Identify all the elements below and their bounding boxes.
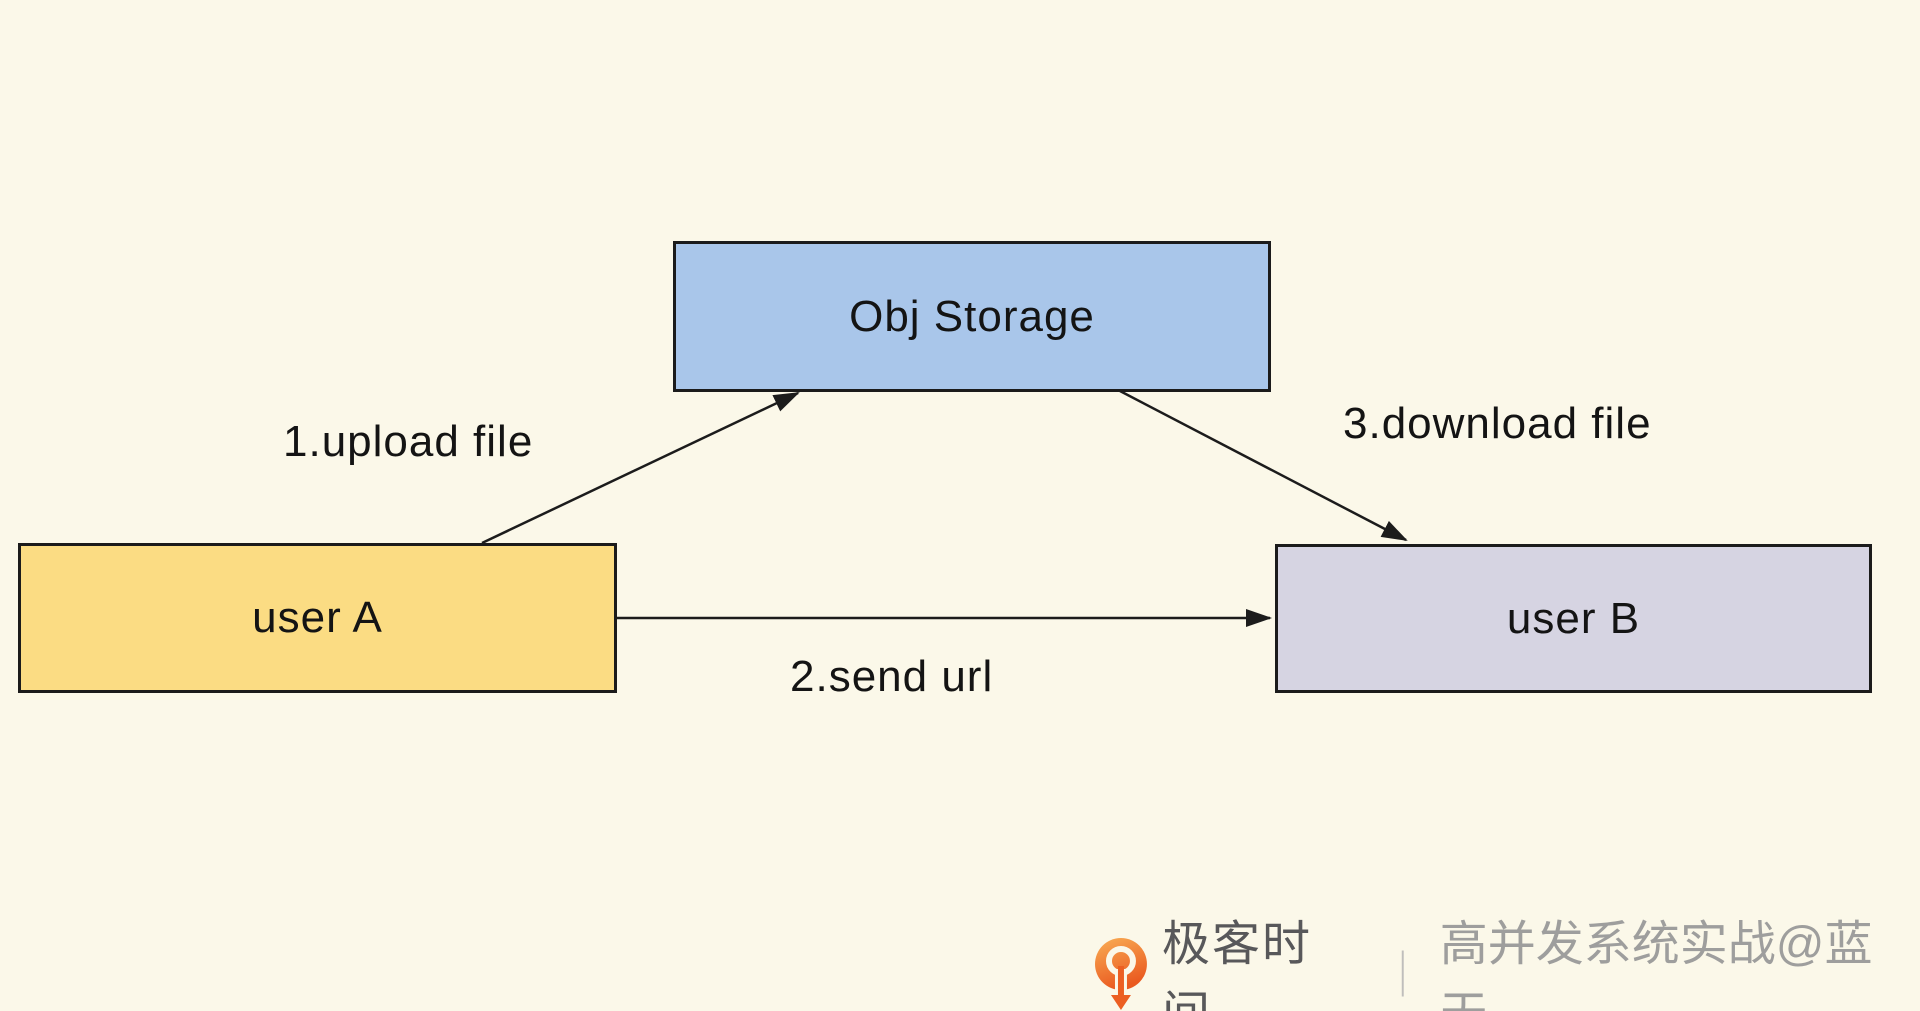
arrow-download-file [1119, 389, 1408, 542]
geektime-logo-icon [1094, 938, 1147, 1010]
node-obj-storage-label: Obj Storage [849, 291, 1095, 341]
node-user-b-label: user B [1506, 593, 1641, 643]
node-user-a-label: user A [252, 593, 383, 642]
brand-text: 极客时间 [1161, 918, 1312, 1011]
node-user-a: user A [18, 543, 617, 693]
edge-label-send-url: 2.send url [790, 652, 994, 701]
edge-label-download-file: 3.download file [1343, 399, 1652, 448]
node-obj-storage: Obj Storage [673, 241, 1271, 392]
watermark-text: 高并发系统实战@蓝天 [1439, 918, 1873, 1011]
footer-watermark: 极客时间 ｜ 高并发系统实战@蓝天 [1094, 904, 1920, 1011]
node-user-b: user B [1275, 544, 1872, 693]
edge-label-upload-file: 1.upload file [283, 417, 534, 466]
arrow-upload-file [481, 391, 800, 545]
footer-divider: ｜ [1379, 949, 1426, 1001]
